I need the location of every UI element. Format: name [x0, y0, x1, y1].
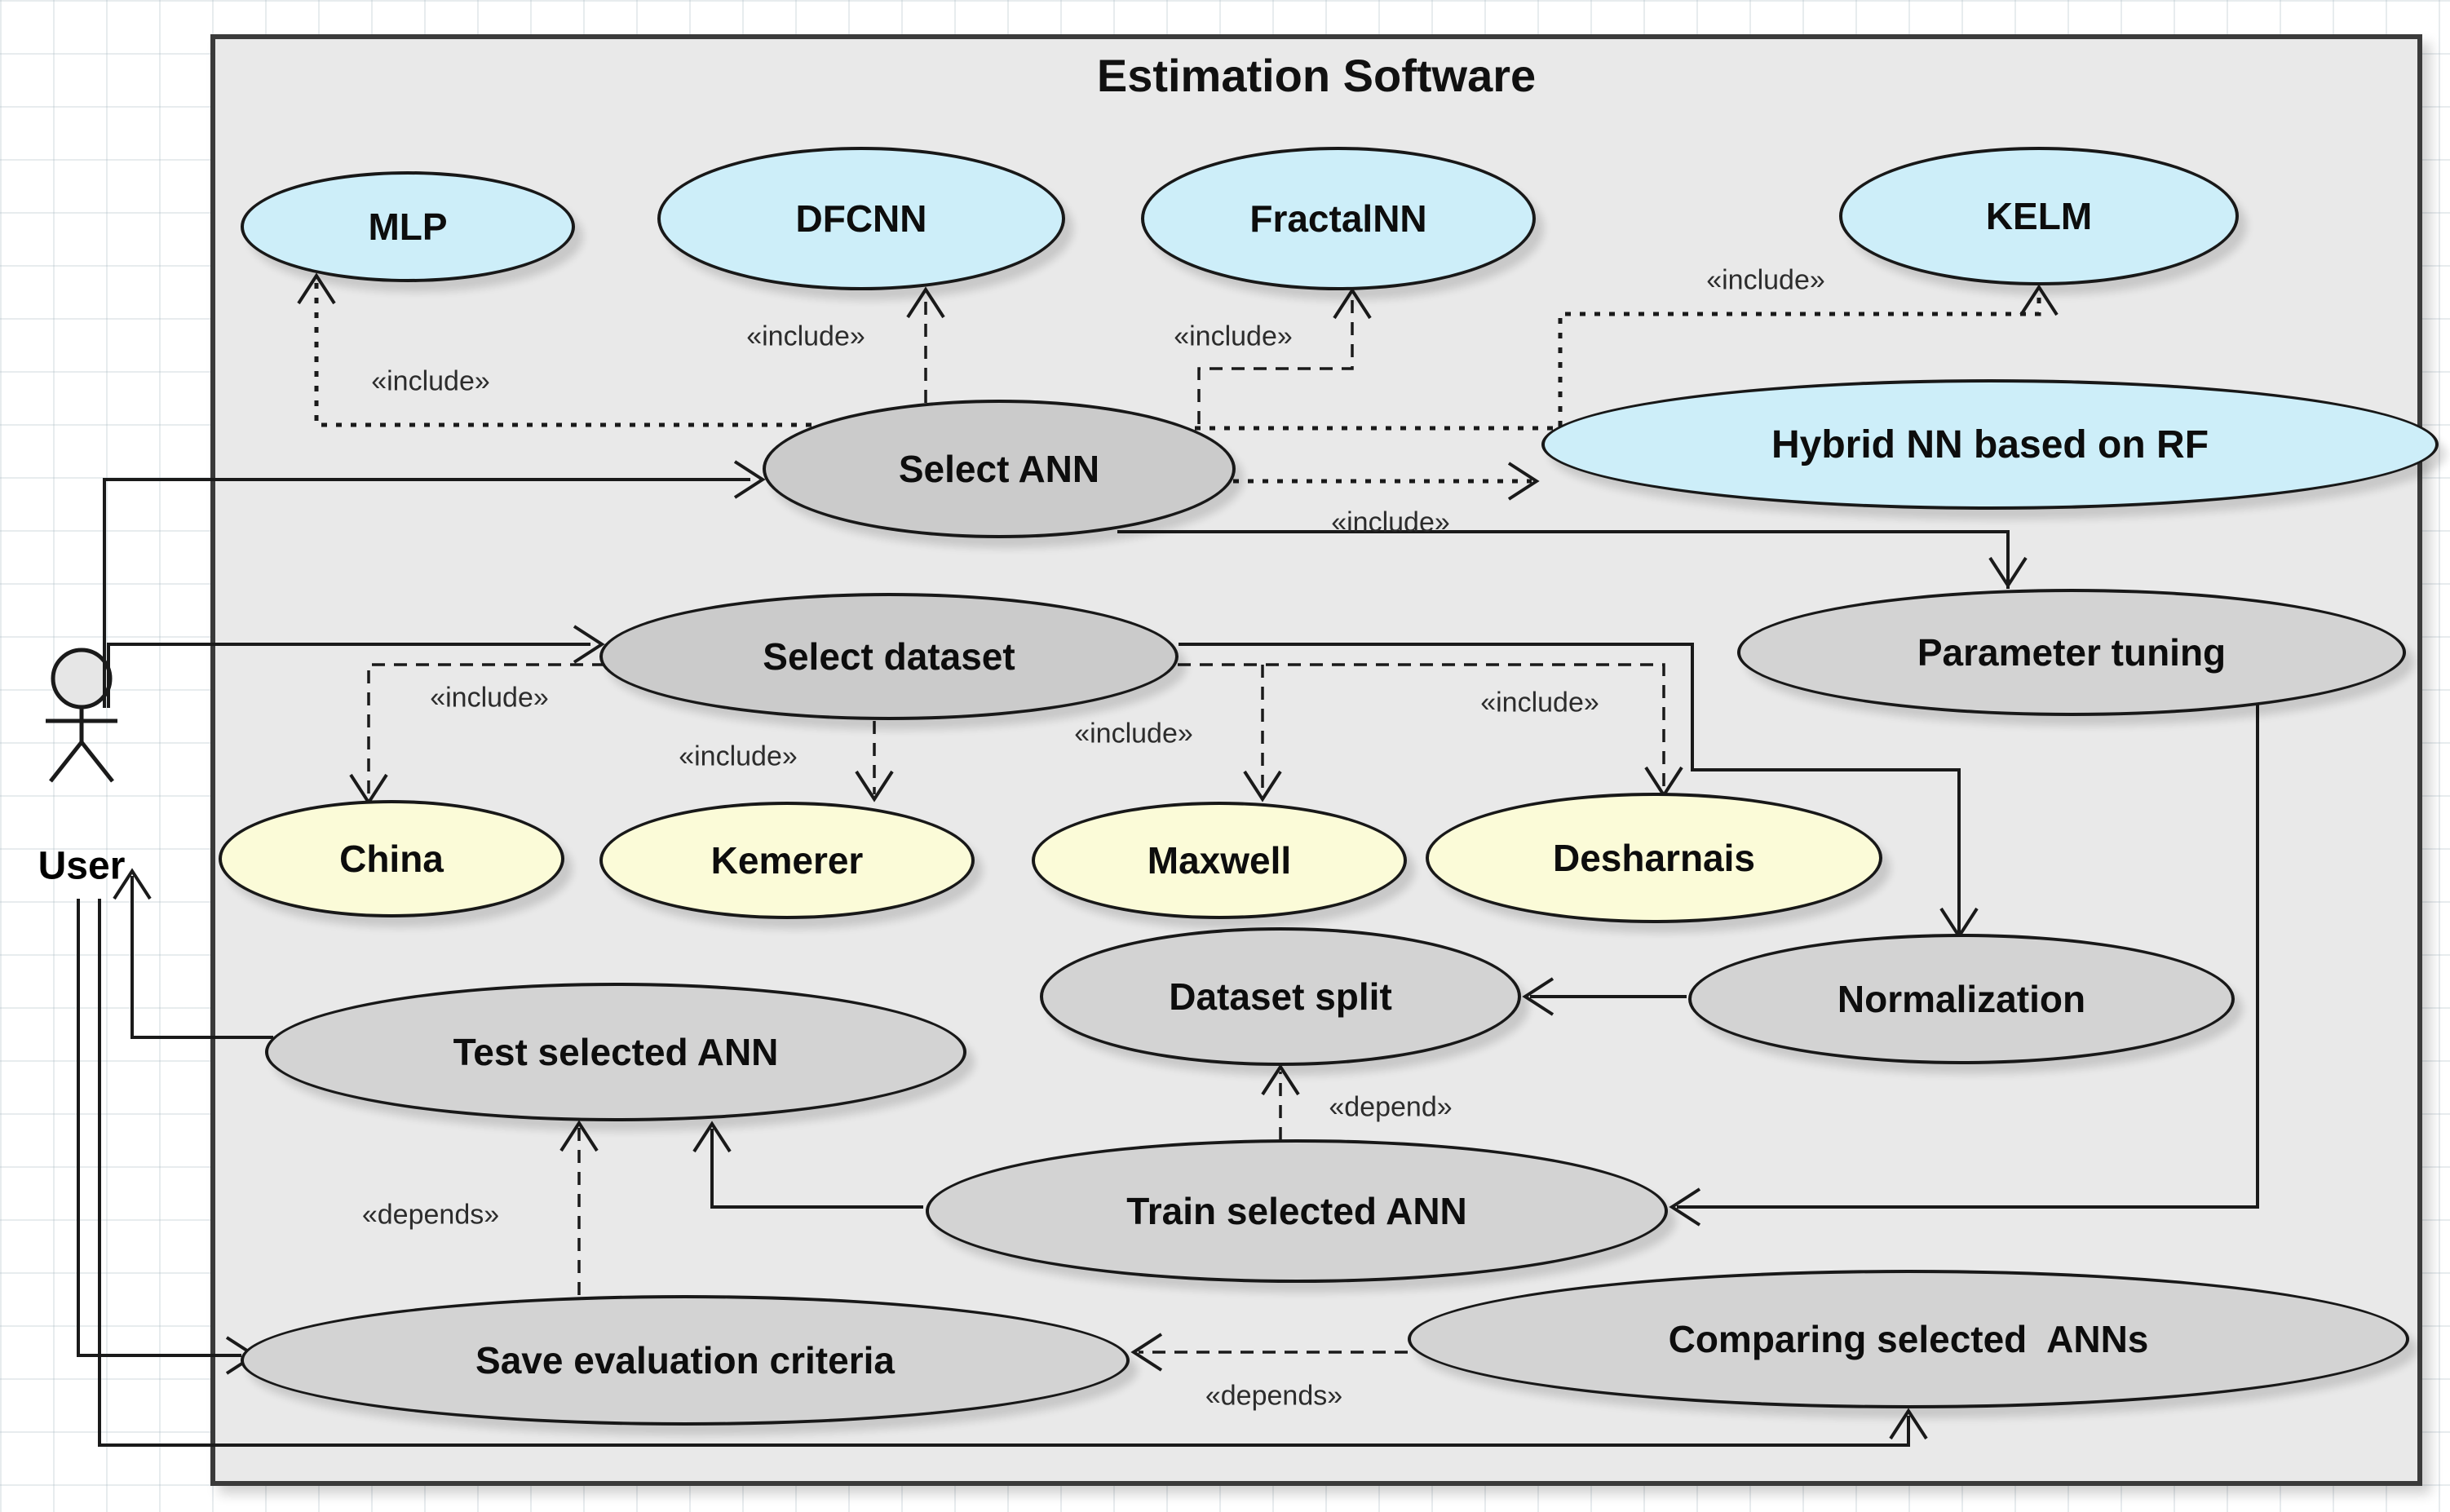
stereotype-depend-dataset-split: «depend» [1329, 1091, 1453, 1123]
usecase-label: MLP [368, 206, 448, 248]
usecase-fractalnn[interactable]: FractalNN [1141, 147, 1536, 290]
stereotype-depends-test: «depends» [361, 1199, 500, 1231]
usecase-kemerer[interactable]: Kemerer [599, 802, 975, 919]
stereotype-include-desharnais: «include» [1480, 687, 1599, 718]
usecase-mlp[interactable]: MLP [241, 171, 575, 282]
usecase-kelm[interactable]: KELM [1839, 147, 2239, 285]
stereotype-include-kelm: «include» [1706, 264, 1825, 296]
stereotype-include-china: «include» [430, 682, 549, 714]
stereotype-include-fractalnn: «include» [1174, 321, 1293, 352]
usecase-label: DFCNN [795, 197, 927, 240]
stereotype-include-dfcnn: «include» [746, 321, 865, 352]
usecase-comparing-selected-anns[interactable]: Comparing selected ANNs [1408, 1270, 2409, 1408]
usecase-parameter-tuning[interactable]: Parameter tuning [1737, 589, 2406, 716]
usecase-dataset-split[interactable]: Dataset split [1040, 927, 1521, 1066]
system-boundary-title: Estimation Software [1096, 50, 1537, 101]
usecase-maxwell[interactable]: Maxwell [1032, 802, 1407, 919]
usecase-dfcnn[interactable]: DFCNN [657, 147, 1065, 290]
usecase-train-selected-ann[interactable]: Train selected ANN [926, 1139, 1668, 1283]
usecase-label: Dataset split [1169, 975, 1392, 1018]
stereotype-include-mlp: «include» [371, 365, 490, 397]
usecase-select-dataset[interactable]: Select dataset [599, 593, 1179, 720]
usecase-label: Hybrid NN based on RF [1771, 422, 2209, 466]
usecase-label: Comparing selected ANNs [1668, 1318, 2149, 1360]
usecase-label: Parameter tuning [1917, 631, 2227, 674]
usecase-label: FractalNN [1249, 197, 1427, 240]
usecase-label: Maxwell [1147, 839, 1292, 882]
usecase-save-evaluation-criteria[interactable]: Save evaluation criteria [241, 1295, 1130, 1426]
usecase-desharnais[interactable]: Desharnais [1426, 793, 1882, 923]
stereotype-depends-save: «depends» [1205, 1380, 1343, 1412]
usecase-label: Test selected ANN [453, 1031, 779, 1073]
actor-user-label: User [38, 844, 126, 888]
usecase-china[interactable]: China [219, 800, 564, 917]
usecase-select-ann[interactable]: Select ANN [763, 400, 1236, 538]
usecase-label: Desharnais [1552, 837, 1755, 879]
stereotype-include-hybrid: «include» [1331, 506, 1450, 538]
usecase-label: Kemerer [710, 839, 864, 882]
usecase-label: Normalization [1837, 978, 2086, 1020]
usecase-label: China [339, 838, 444, 880]
usecase-label: KELM [1985, 195, 2093, 237]
usecase-label: Select ANN [898, 448, 1100, 490]
usecase-label: Save evaluation criteria [475, 1339, 895, 1382]
usecase-label: Train selected ANN [1126, 1190, 1467, 1232]
usecase-normalization[interactable]: Normalization [1688, 934, 2235, 1064]
stereotype-include-kemerer: «include» [679, 741, 798, 772]
usecase-label: Select dataset [763, 635, 1015, 678]
usecase-test-selected-ann[interactable]: Test selected ANN [265, 983, 966, 1121]
stereotype-include-maxwell: «include» [1074, 718, 1193, 749]
usecase-hybrid-nn[interactable]: Hybrid NN based on RF [1541, 379, 2439, 510]
